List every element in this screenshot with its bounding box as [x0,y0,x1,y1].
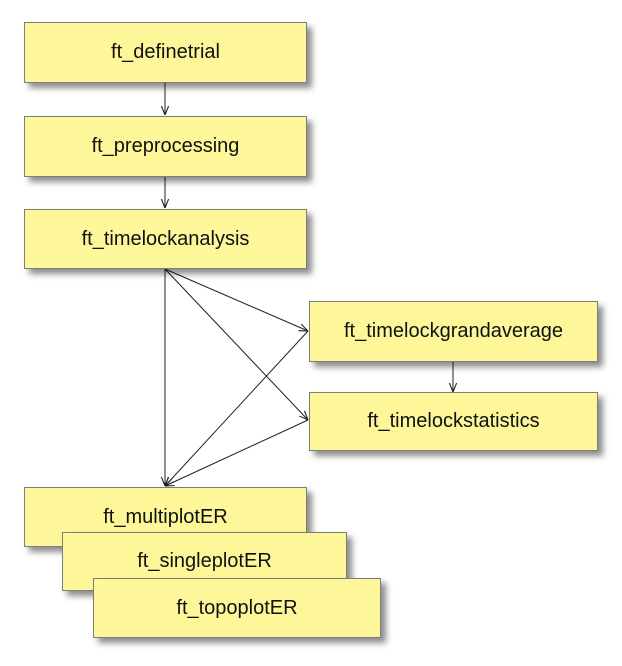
edge-timelockanalysis-timelockgrandaverage [164,268,308,331]
node-label: ft_singleplotER [137,550,272,572]
edge-timelockstatistics-multiplotER [165,419,309,486]
edge-timelockanalysis-timelockstatistics [164,268,308,420]
node-label: ft_timelockstatistics [367,410,540,432]
node-label: ft_definetrial [111,41,220,63]
node-label: ft_timelockgrandaverage [343,320,563,342]
node-ft-definetrial: ft_definetrial [24,22,307,83]
node-label: ft_timelockanalysis [81,227,250,250]
node-ft-timelockgrandaverage: ft_timelockgrandaverage [309,301,598,362]
node-label: ft_topoplotER [176,596,298,619]
node-ft-topoplotER: ft_topoplotER [93,578,381,638]
node-label: ft_preprocessing [91,135,240,157]
node-ft-preprocessing: ft_preprocessing [24,116,307,177]
edge-timelockgrandaverage-multiplotER [165,330,309,486]
node-ft-timelockanalysis: ft_timelockanalysis [24,209,307,269]
node-label: ft_multiplotER [103,505,228,528]
node-ft-timelockstatistics: ft_timelockstatistics [309,392,598,451]
